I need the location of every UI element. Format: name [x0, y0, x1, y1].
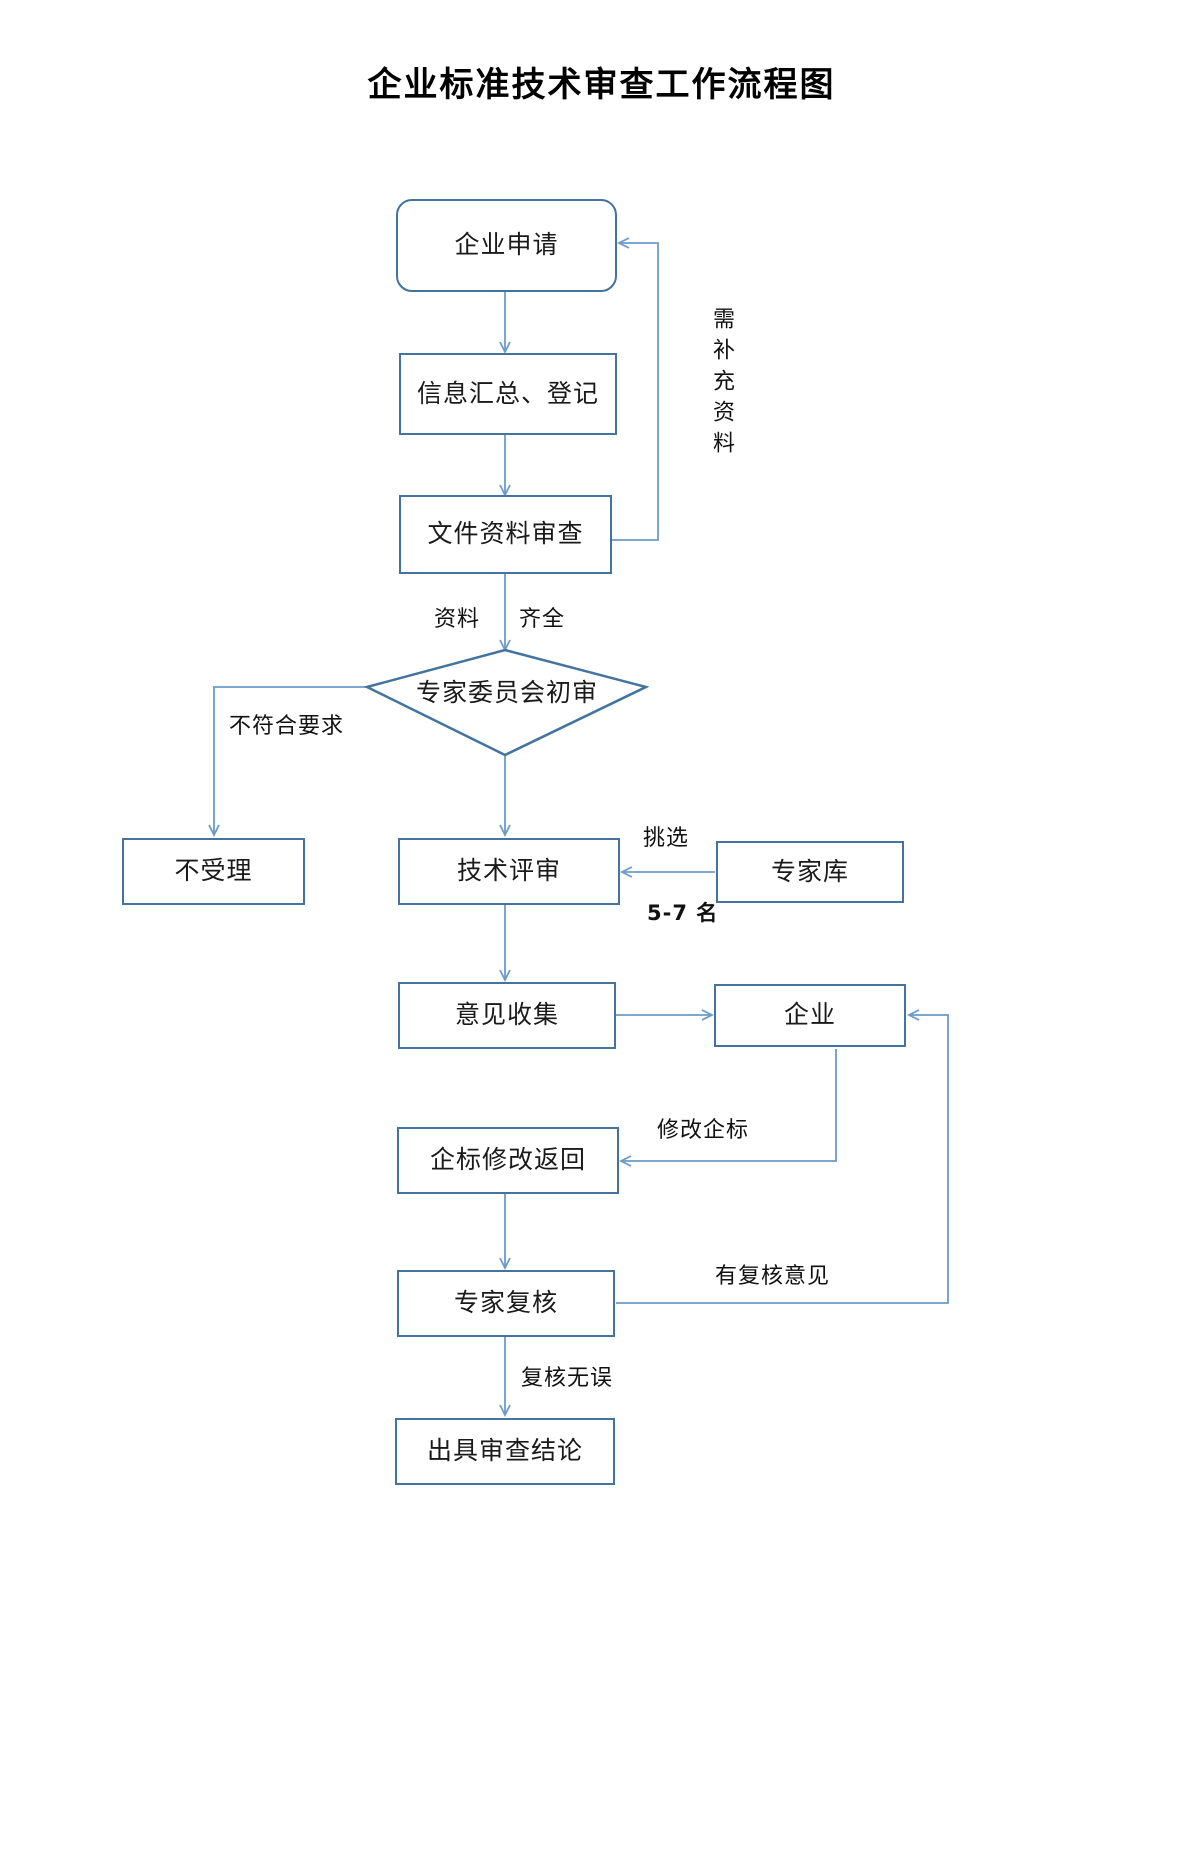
edge-label-material-right: 齐全 — [519, 606, 566, 631]
page-title: 企业标准技术审查工作流程图 — [367, 65, 836, 105]
node-register[interactable]: 信息汇总、登记 — [399, 353, 617, 435]
edge-label-pick-count: 5-7 名 — [647, 901, 719, 925]
edge-label-has-opinion: 有复核意见 — [715, 1263, 831, 1288]
edge-firstreview-to-reject — [208, 686, 367, 838]
node-revise-label: 企标修改返回 — [429, 1147, 586, 1174]
node-docreview[interactable]: 文件资料审查 — [399, 495, 612, 574]
node-enterprise-label: 企业 — [783, 1002, 836, 1029]
node-revise[interactable]: 企标修改返回 — [397, 1127, 619, 1194]
node-docreview-label: 文件资料审查 — [427, 521, 584, 548]
node-recheck-label: 专家复核 — [453, 1290, 558, 1317]
edge-label-revise-std: 修改企标 — [657, 1117, 750, 1142]
edge-label-not-qualified: 不符合要求 — [229, 713, 345, 738]
edge-label-need-more: 需补充资料 — [710, 307, 735, 462]
node-apply[interactable]: 企业申请 — [396, 199, 617, 292]
node-expertpool[interactable]: 专家库 — [716, 841, 904, 903]
node-recheck[interactable]: 专家复核 — [397, 1270, 615, 1337]
node-apply-label: 企业申请 — [454, 232, 559, 259]
node-firstreview-label: 专家委员会初审 — [416, 680, 599, 707]
node-conclusion[interactable]: 出具审查结论 — [395, 1418, 615, 1485]
diamond-shape-firstreview — [363, 648, 650, 757]
node-collect[interactable]: 意见收集 — [398, 982, 616, 1049]
node-register-label: 信息汇总、登记 — [416, 380, 599, 408]
edge-enterprise-to-revise — [618, 1049, 837, 1167]
edge-recheck-to-enterprise-opinion — [616, 1009, 949, 1304]
node-reject[interactable]: 不受理 — [122, 838, 305, 905]
edge-docreview-to-apply-supplement — [612, 237, 659, 541]
node-expertpool-label: 专家库 — [770, 858, 849, 886]
node-collect-label: 意见收集 — [454, 1002, 559, 1029]
node-enterprise[interactable]: 企业 — [714, 984, 906, 1047]
node-conclusion-label: 出具审查结论 — [426, 1438, 583, 1465]
node-techreview[interactable]: 技术评审 — [398, 838, 620, 905]
edge-label-no-error: 复核无误 — [521, 1365, 614, 1390]
node-reject-label: 不受理 — [174, 858, 253, 885]
edge-label-material-left: 资料 — [434, 606, 481, 631]
edge-label-pick: 挑选 — [643, 825, 690, 850]
node-techreview-label: 技术评审 — [456, 858, 561, 885]
